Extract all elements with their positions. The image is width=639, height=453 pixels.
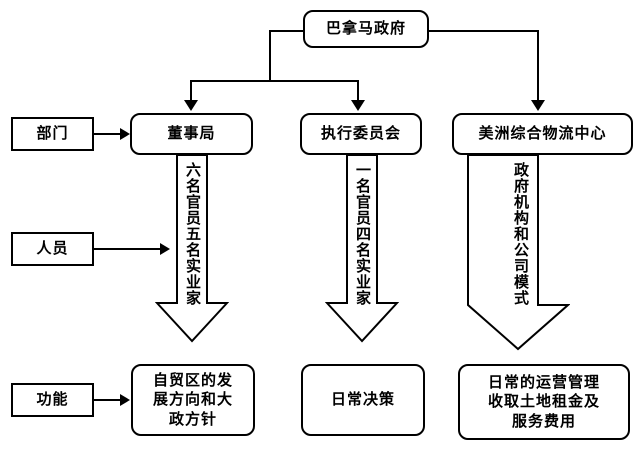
node-panama-government-label: 巴拿马政府	[325, 19, 406, 38]
label-box-function-label: 功能	[36, 390, 69, 409]
node-executive-function[interactable]: 日常决策	[301, 364, 425, 436]
connector-drop-executive	[357, 80, 359, 102]
connector-drop-board	[190, 80, 192, 102]
block-arrow-board-staff	[155, 155, 229, 343]
connector-branch-bus-right	[269, 80, 359, 82]
block-arrow-executive-staff	[325, 155, 399, 343]
connector-top-left-vertical	[269, 30, 271, 82]
connector-function-arrow	[94, 399, 122, 401]
block-arrow-logistics-staff	[466, 155, 570, 351]
node-board-function-label: 自贸区的发 展方向和大 政方针	[149, 371, 237, 430]
connector-branch-bus-left	[190, 80, 271, 82]
arrowhead-personnel	[160, 243, 170, 255]
node-board[interactable]: 董事局	[130, 113, 253, 155]
node-logistics-function-line-3: 服务费用	[511, 411, 576, 430]
node-logistics-function-line-1: 日常的运营管理	[487, 372, 600, 391]
arrowhead-logistics	[531, 100, 545, 111]
node-executive-committee[interactable]: 执行委员会	[300, 113, 422, 155]
label-box-department-label: 部门	[36, 124, 69, 143]
label-box-personnel[interactable]: 人员	[11, 232, 94, 266]
arrowhead-executive	[351, 100, 365, 111]
connector-top-right-horizontal	[429, 30, 539, 32]
node-board-label: 董事局	[167, 124, 216, 143]
arrowhead-board	[184, 100, 198, 111]
connector-drop-logistics	[537, 30, 539, 102]
connector-department-arrow	[94, 133, 122, 135]
label-box-personnel-label: 人员	[36, 239, 69, 258]
arrowhead-department	[120, 128, 130, 140]
node-board-function-line-3: 政方针	[168, 409, 217, 428]
node-executive-committee-label: 执行委员会	[320, 124, 401, 143]
node-logistics-function-line-2: 收取土地租金及	[487, 392, 600, 411]
block-arrow-board-staff-label: 六名官员五名实业家	[184, 162, 202, 306]
node-logistics-function[interactable]: 日常的运营管理 收取土地租金及 服务费用	[458, 364, 630, 440]
node-executive-function-label: 日常决策	[330, 390, 395, 409]
connector-top-left-horizontal	[269, 30, 305, 32]
node-board-function-line-2: 展方向和大	[152, 390, 233, 409]
node-logistics-center-label: 美洲综合物流中心	[478, 124, 607, 143]
block-arrow-logistics-staff-label: 政府机构和公司模式	[512, 162, 530, 306]
arrowhead-function	[120, 394, 130, 406]
node-board-function-line-1: 自贸区的发	[152, 370, 233, 389]
node-panama-government[interactable]: 巴拿马政府	[303, 10, 429, 48]
label-box-function[interactable]: 功能	[11, 383, 94, 417]
block-arrow-executive-staff-label: 一名官员四名实业家	[354, 162, 372, 306]
label-box-department[interactable]: 部门	[11, 117, 94, 151]
connector-personnel-arrow	[94, 248, 165, 250]
node-board-function[interactable]: 自贸区的发 展方向和大 政方针	[131, 364, 255, 436]
node-logistics-function-label: 日常的运营管理 收取土地租金及 服务费用	[484, 373, 604, 432]
node-logistics-center[interactable]: 美洲综合物流中心	[452, 113, 633, 155]
